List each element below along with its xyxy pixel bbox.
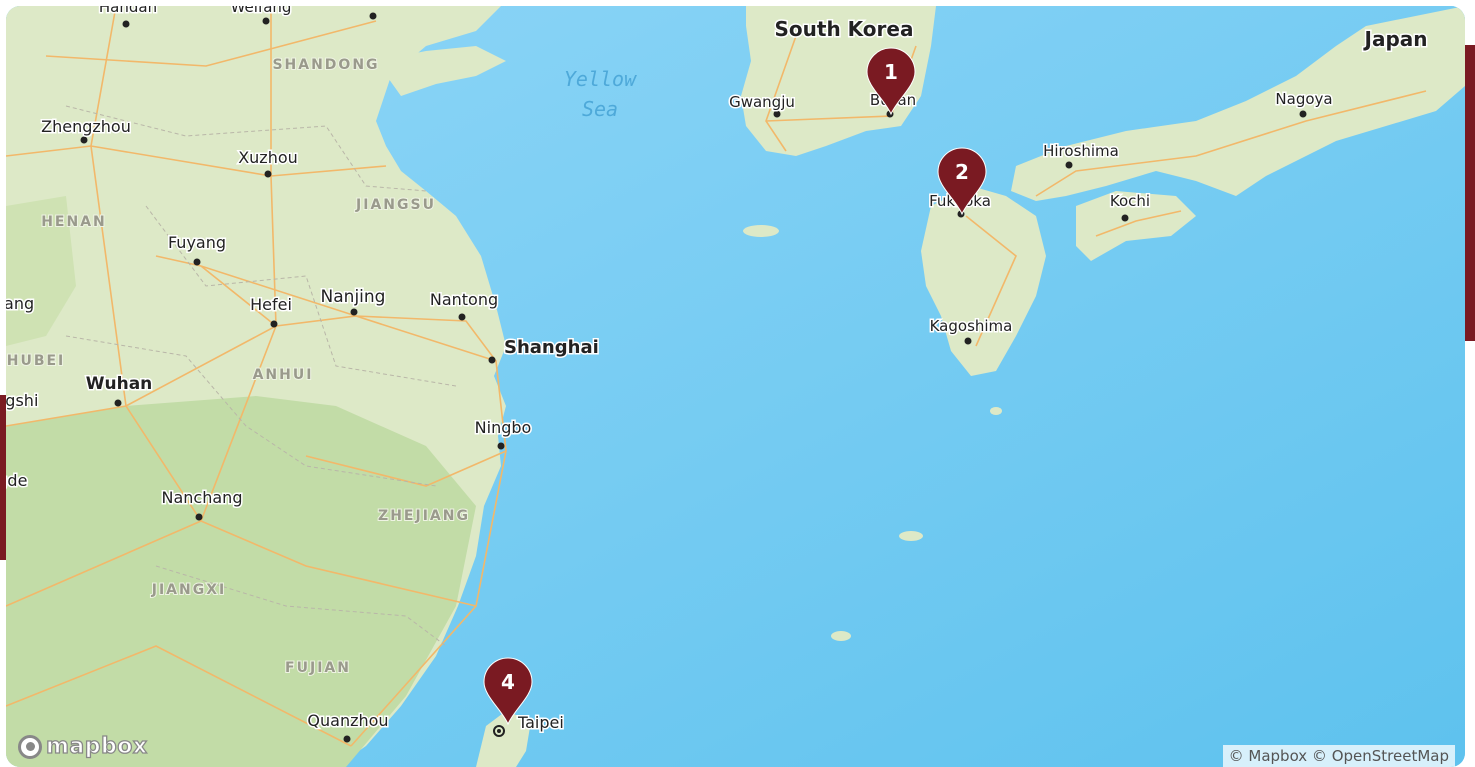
- ryukyu-island: [831, 631, 851, 641]
- kyushu-landmass: [921, 186, 1046, 376]
- forest-south-china: [6, 396, 476, 767]
- capital-dot-taipei-center: [497, 729, 501, 733]
- city-label-xuzhou: Xuzhou: [238, 148, 298, 167]
- region-label-fujian: FUJIAN: [285, 660, 351, 676]
- country-label-south-korea: South Korea: [775, 17, 914, 41]
- city-label-nagoya: Nagoya: [1275, 90, 1332, 108]
- marker-number: 4: [501, 670, 515, 694]
- region-label-jiangxi: JIANGXI: [151, 582, 226, 598]
- map-marker-4[interactable]: 4: [483, 657, 533, 726]
- city-label-kagoshima: Kagoshima: [930, 317, 1013, 335]
- marker-pin-shape: [483, 657, 533, 726]
- marker-pin-shape: [866, 47, 916, 116]
- city-label-luoyang-edge: Luoyang: [6, 294, 34, 313]
- sea-label-line1: Yellow: [564, 67, 637, 91]
- page-edge-bar-right: [1465, 45, 1475, 341]
- okinawa-island: [899, 531, 923, 541]
- city-label-weifang: Weifang: [231, 6, 292, 16]
- honshu-landmass: [1011, 6, 1465, 201]
- region-label-anhui: ANHUI: [253, 367, 314, 383]
- capital-dot-taipei: [493, 725, 505, 737]
- province-boundaries: [65, 105, 457, 647]
- map-canvas: Yellow Sea South Korea Japan SHANDONG JI…: [6, 6, 1465, 767]
- city-label-fuyang: Fuyang: [168, 233, 226, 252]
- map-marker-1[interactable]: 1: [866, 47, 916, 116]
- city-label-hiroshima: Hiroshima: [1043, 142, 1119, 160]
- city-label-hefei: Hefei: [250, 295, 292, 314]
- region-label-jiangsu: JIANGSU: [355, 197, 436, 213]
- mapbox-logo[interactable]: mapbox: [18, 733, 148, 760]
- jeju-island: [743, 225, 779, 237]
- city-label-nantong: Nantong: [430, 290, 498, 309]
- page-edge-bar-left: [0, 395, 6, 560]
- marker-number: 1: [884, 60, 898, 84]
- city-label-quanzhou: Quanzhou: [307, 711, 388, 730]
- city-label-shanghai: Shanghai: [504, 337, 599, 358]
- mapbox-logo-icon: [18, 734, 42, 759]
- city-label-kochi: Kochi: [1110, 192, 1150, 210]
- road-network: [6, 6, 1427, 747]
- map-marker-2[interactable]: 2: [937, 147, 987, 216]
- region-label-zhejiang: ZHEJIANG: [378, 508, 470, 524]
- map-view[interactable]: Yellow Sea South Korea Japan SHANDONG JI…: [6, 6, 1465, 767]
- city-label-gwangju: Gwangju: [729, 93, 795, 111]
- city-label-jingshi-edge: Jingshi: [6, 391, 38, 410]
- map-attribution[interactable]: © Mapbox © OpenStreetMap: [1222, 745, 1455, 767]
- city-label-taipei: Taipei: [517, 713, 564, 732]
- shandong-peninsula: [376, 46, 506, 96]
- city-label-handan: Handan: [99, 6, 157, 16]
- forest-west: [6, 196, 76, 346]
- city-label-nanchang: Nanchang: [162, 488, 243, 507]
- city-label-nanjing: Nanjing: [321, 287, 386, 307]
- amami-island: [990, 407, 1002, 415]
- city-label-changde-edge: Changde: [6, 471, 27, 490]
- city-label-ningbo: Ningbo: [475, 418, 532, 437]
- region-label-hubei: HUBEI: [7, 353, 66, 369]
- region-label-shandong: SHANDONG: [272, 57, 379, 73]
- shikoku-landmass: [1076, 191, 1196, 261]
- marker-pin-shape: [937, 147, 987, 216]
- sea-label-line2: Sea: [582, 97, 618, 121]
- city-label-zhengzhou: Zhengzhou: [41, 117, 131, 136]
- region-label-henan: HENAN: [41, 214, 107, 230]
- country-label-japan: Japan: [1363, 27, 1428, 51]
- korea-landmass: [741, 6, 936, 156]
- mapbox-logo-text: mapbox: [45, 733, 148, 759]
- city-label-wuhan: Wuhan: [86, 374, 153, 394]
- taiwan-landmass: [476, 711, 531, 767]
- marker-number: 2: [955, 160, 969, 184]
